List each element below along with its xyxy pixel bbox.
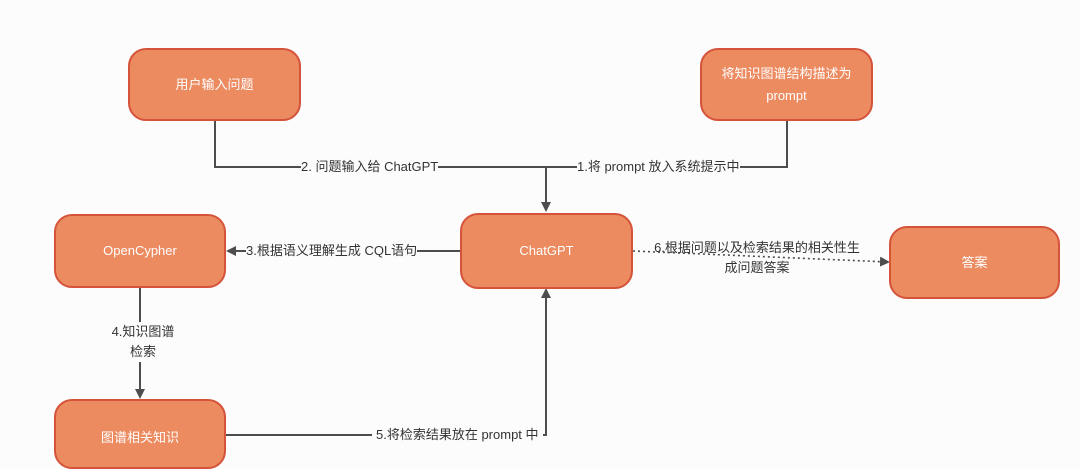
edge-knowledge-to-chatgpt: [226, 288, 551, 436]
edge-label-3: 3.根据语义理解生成 CQL语句: [246, 241, 418, 261]
edge-label-1: 1.将 prompt 放入系统提示中: [577, 157, 740, 177]
node-user-input: 用户输入问题: [128, 48, 301, 121]
edge-label-4: 4.知识图谱检索: [108, 322, 178, 362]
node-answer: 答案: [889, 226, 1060, 299]
node-kg-prompt: 将知识图谱结构描述为 prompt: [700, 48, 873, 121]
edge-label-5: 5.将检索结果放在 prompt 中: [372, 425, 543, 445]
node-opencypher: OpenCypher: [54, 214, 226, 288]
node-kg-knowledge: 图谱相关知识: [54, 399, 226, 469]
node-chatgpt: ChatGPT: [460, 213, 633, 289]
edge-label-2: 2. 问题输入给 ChatGPT: [301, 157, 439, 177]
edge-label-6: 6.根据问题以及检索结果的相关性生成问题答案: [654, 240, 860, 275]
